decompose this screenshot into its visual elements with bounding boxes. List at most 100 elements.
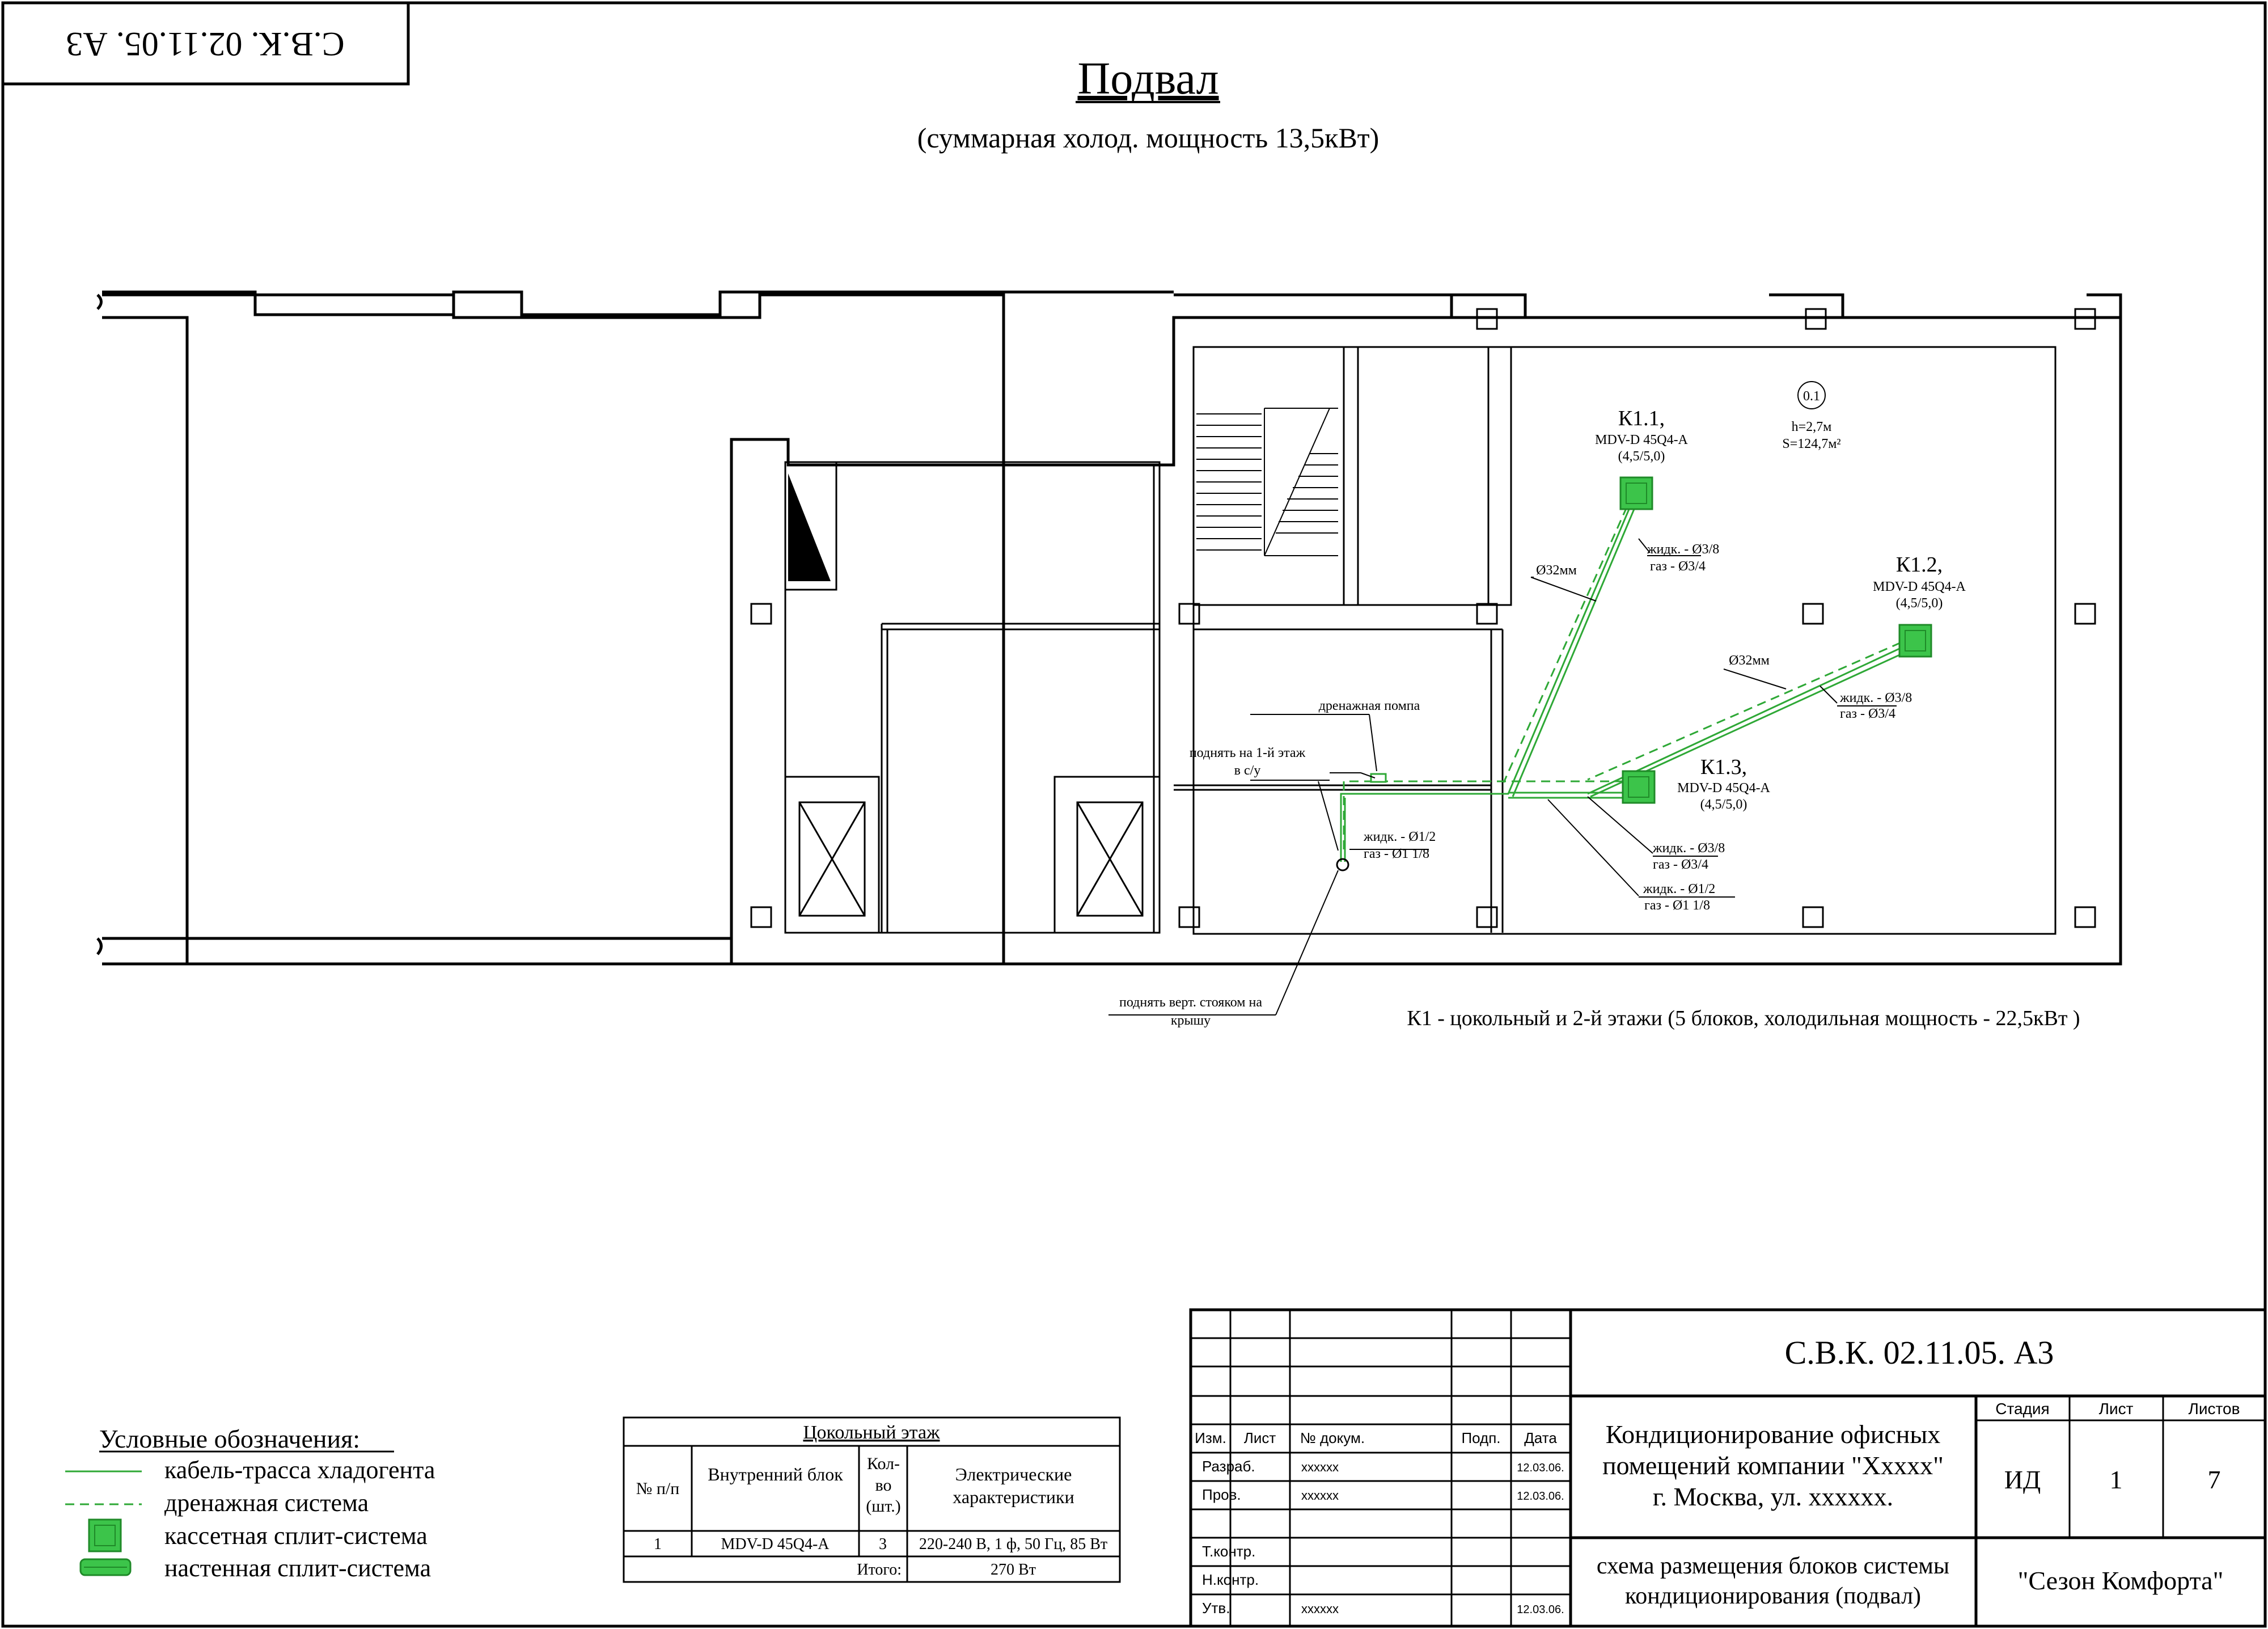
tb-name-1: xxxxxx <box>1301 1460 1339 1474</box>
unit-k11-id: К1.1, <box>1618 407 1665 430</box>
spec-total-label: Итого: <box>857 1561 902 1579</box>
unit-k13-power: (4,5/5,0) <box>1700 797 1747 812</box>
tb-sheet-title-2: кондиционирования (подвал) <box>1625 1583 1921 1609</box>
tb-code: С.В.К. 02.11.05. А3 <box>1785 1334 2054 1371</box>
tb-col-list: Лист <box>1244 1429 1276 1446</box>
elevator-1 <box>784 776 880 934</box>
room-number-circle <box>1797 381 1826 409</box>
riser-note-1: поднять верт. стояком на <box>1119 995 1262 1010</box>
floor-plan <box>96 290 2122 966</box>
central-outer-wall <box>730 316 2122 966</box>
pump-note: дренажная помпа <box>1319 699 1420 713</box>
tb-sheets-label: Листов <box>2189 1400 2240 1418</box>
tb-sheet-label: Лист <box>2099 1400 2134 1418</box>
system-note: К1 - цокольный и 2-й этажи (5 блоков, хо… <box>1407 1006 2080 1030</box>
unit-k13-model: MDV-D 45Q4-A <box>1677 781 1770 796</box>
tb-role-3: Т.контр. <box>1202 1543 1255 1560</box>
riser-icon <box>1336 858 1349 871</box>
drain-label-2: Ø32мм <box>1729 653 1770 668</box>
spec-table: Цокольный этаж № п/п Внутренний блок Кол… <box>623 1416 1121 1583</box>
tb-date-5: 12.03.06. <box>1517 1603 1564 1616</box>
spec-title: Цокольный этаж <box>803 1422 940 1443</box>
k11-gas: газ - Ø3/4 <box>1650 559 1706 574</box>
tb-company: "Сезон Комфорта" <box>2018 1566 2224 1595</box>
tb-sheet-title-1: схема размещения блоков системы <box>1597 1553 1949 1579</box>
cassette-unit-k13 <box>1622 770 1656 804</box>
tb-date-1: 12.03.06. <box>1517 1462 1564 1474</box>
legend-cassette-icon <box>88 1518 122 1552</box>
room-main <box>1192 346 2057 935</box>
title-block: С.В.К. 02.11.05. А3 Изм. Лист № докум. П… <box>1189 1308 2267 1628</box>
spec-header-qty: Кол-во (шт.) <box>866 1454 901 1516</box>
wedge-fill <box>788 473 831 581</box>
page-title: Подвал <box>1077 54 1218 104</box>
spec-total-value: 270 Вт <box>991 1561 1036 1579</box>
k12-gas: газ - Ø3/4 <box>1840 706 1895 721</box>
tb-sheets: 7 <box>2208 1465 2221 1494</box>
k11-liquid: жидк. - Ø3/8 <box>1647 542 1719 557</box>
break-marks <box>96 294 103 955</box>
page-subtitle: (суммарная холод. мощность 13,5кВт) <box>917 122 1380 154</box>
room-left-inner <box>784 461 1161 934</box>
room-number: 0.1 <box>1803 389 1820 404</box>
unit-k12-power: (4,5/5,0) <box>1896 596 1943 611</box>
tb-role-1: Разраб. <box>1202 1458 1255 1475</box>
riser-gas: газ - Ø1 1/8 <box>1364 847 1429 861</box>
left-wing-inner-wall <box>102 293 1005 966</box>
tb-col-sign: Подп. <box>1461 1429 1500 1446</box>
tb-stage: ИД <box>2004 1465 2041 1494</box>
spec-row-qty: 3 <box>879 1535 887 1553</box>
tb-stage-label: Стадия <box>1995 1400 2049 1418</box>
spec-row-elec: 220-240 В, 1 ф, 50 Гц, 85 Вт <box>919 1535 1107 1553</box>
outer-wall-top-right <box>1174 293 2122 318</box>
leader-lines <box>1108 538 1897 1016</box>
k12-liquid: жидк. - Ø3/8 <box>1839 691 1912 705</box>
tb-col-date: Дата <box>1524 1429 1557 1446</box>
tb-project-2: помещений компании "Ххххх" <box>1602 1451 1944 1480</box>
legend-title: Условные обозначения: <box>99 1424 360 1453</box>
columns <box>750 308 2096 928</box>
raise-note-1: поднять на 1-й этаж <box>1190 746 1306 760</box>
tb-col-doc: № докум. <box>1300 1429 1365 1446</box>
room-area: S=124,7м² <box>1782 437 1840 451</box>
legend-item-2: дренажная система <box>164 1489 369 1517</box>
spec-row-unit: MDV-D 45Q4-A <box>721 1535 830 1553</box>
tb-date-2: 12.03.06. <box>1517 1490 1564 1503</box>
unit-k12-model: MDV-D 45Q4-A <box>1873 579 1966 594</box>
legend: Условные обозначения: кабель-трасса хлад… <box>65 1424 435 1582</box>
tb-col-izm: Изм. <box>1195 1429 1226 1446</box>
tb-project-3: г. Москва, ул. хххххх. <box>1653 1482 1893 1511</box>
main-liquid: жидк. - Ø1/2 <box>1643 882 1715 896</box>
stair-treads <box>1196 408 1338 556</box>
tb-name-5: xxxxxx <box>1301 1602 1339 1616</box>
cassette-unit-k11 <box>1619 476 1653 510</box>
unit-k12-id: К1.2, <box>1896 553 1943 577</box>
cassette-unit-k12 <box>1898 624 1932 658</box>
tb-name-2: xxxxxx <box>1301 1488 1339 1503</box>
outer-wall-top-left <box>102 290 1174 316</box>
stair-hall <box>1192 346 1512 606</box>
drain-pipes <box>1343 493 1915 851</box>
raise-note-2: в с/у <box>1234 763 1261 778</box>
spec-row-num: 1 <box>654 1535 662 1553</box>
spec-header-elec: Электрические характеристики <box>953 1464 1074 1507</box>
tb-sheet: 1 <box>2110 1465 2123 1494</box>
legend-item-1: кабель-трасса хладогента <box>164 1456 435 1484</box>
unit-k13-id: К1.3, <box>1700 755 1747 779</box>
unit-k11-model: MDV-D 45Q4-A <box>1595 433 1688 447</box>
elevator-2 <box>1053 776 1161 934</box>
spec-header-unit: Внутренний блок <box>708 1464 843 1484</box>
unit-k11-power: (4,5/5,0) <box>1618 449 1665 464</box>
k13-gas: газ - Ø3/4 <box>1653 857 1708 872</box>
riser-note-2: крышу <box>1171 1013 1211 1028</box>
tb-role-5: Утв. <box>1202 1600 1230 1617</box>
outer-wall-bottom-left <box>102 937 733 964</box>
tb-role-2: Пров. <box>1202 1486 1241 1503</box>
tb-role-4: Н.контр. <box>1202 1571 1259 1588</box>
riser-liquid: жидк. - Ø1/2 <box>1363 830 1436 844</box>
drain-pump-icon <box>1370 773 1387 783</box>
spec-header-num: № п/п <box>636 1479 680 1498</box>
k13-liquid: жидк. - Ø3/8 <box>1652 841 1725 856</box>
stamp-box <box>1 1 410 86</box>
